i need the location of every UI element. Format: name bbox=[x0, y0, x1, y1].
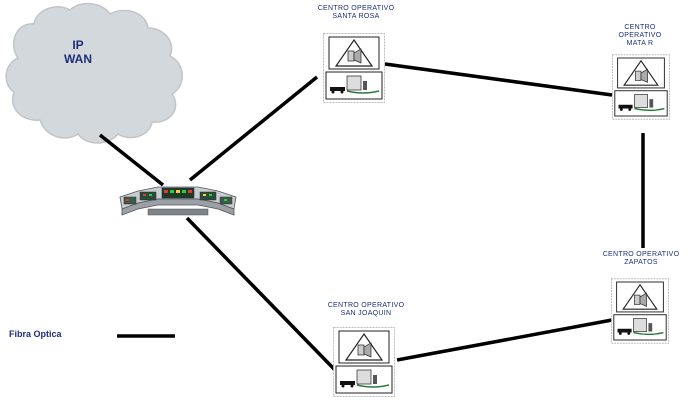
link-hub-santa-rosa bbox=[188, 75, 319, 182]
operations-center-icon bbox=[333, 327, 395, 397]
link-cloud-hub bbox=[98, 133, 165, 187]
link-hub-san-joaquin bbox=[185, 216, 337, 372]
site-santa-rosa-line2: SANTA ROSA bbox=[332, 13, 380, 20]
control-console-icon bbox=[119, 186, 237, 216]
site-label-san-joaquin: CENTRO OPERATIVO SAN JOAQUIN bbox=[316, 302, 416, 318]
link-santa-rosa-mata-r bbox=[384, 62, 613, 97]
site-label-mata-r: CENTRO OPERATIVO MATA R bbox=[600, 24, 680, 48]
link-san-joaquin-zapatos bbox=[396, 318, 613, 362]
site-san-joaquin-line1: CENTRO OPERATIVO bbox=[327, 302, 405, 309]
site-zapatos-line2: ZAPATOS bbox=[624, 259, 658, 266]
site-santa-rosa-line1: CENTRO OPERATIVO bbox=[317, 5, 395, 12]
operations-center-icon bbox=[323, 33, 385, 103]
cloud-icon bbox=[5, 2, 183, 144]
site-zapatos-line1: CENTRO OPERATIVO bbox=[602, 251, 680, 258]
site-san-joaquin-line2: SAN JOAQUIN bbox=[340, 310, 392, 317]
site-mata-r-line2: OPERATIVO bbox=[618, 32, 662, 39]
operations-center-icon bbox=[611, 278, 669, 344]
site-label-santa-rosa: CENTRO OPERATIVO SANTA ROSA bbox=[306, 5, 406, 21]
legend-label: Fibra Optica bbox=[9, 329, 62, 339]
cloud-label-wan: WAN bbox=[64, 52, 92, 66]
cloud-label-ip: IP bbox=[72, 38, 84, 52]
site-mata-r-line3: MATA R bbox=[626, 40, 654, 47]
site-label-zapatos: CENTRO OPERATIVO ZAPATOS bbox=[596, 251, 686, 267]
operations-center-icon bbox=[612, 54, 670, 120]
cloud-title: IP WAN bbox=[48, 38, 108, 66]
site-mata-r-line1: CENTRO bbox=[624, 24, 656, 31]
